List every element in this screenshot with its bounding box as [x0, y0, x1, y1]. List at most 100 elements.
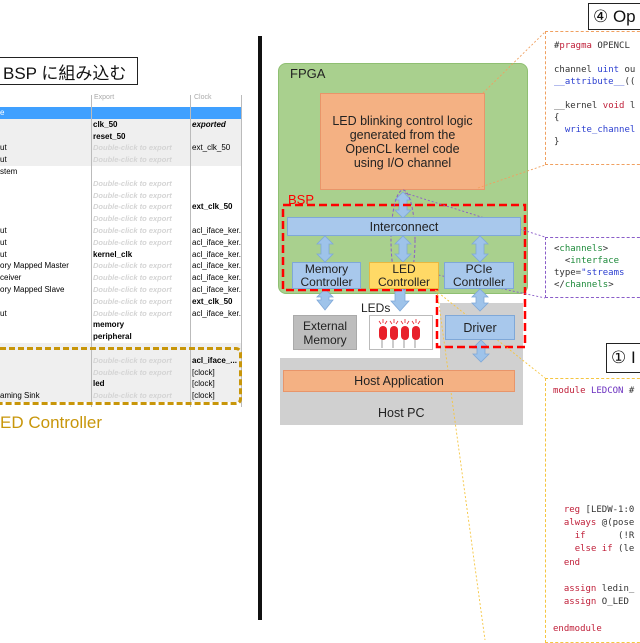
- export-cell[interactable]: Double-click to export: [93, 226, 172, 235]
- export-column-header[interactable]: Export: [94, 94, 115, 101]
- table-row[interactable]: ory Mapped Master Double-click to export a…: [0, 260, 242, 272]
- kernel-logic-box: LED blinking control logic generated fro…: [320, 93, 485, 190]
- arrow-memory-external: [316, 288, 334, 311]
- export-cell[interactable]: Double-click to export: [93, 273, 172, 283]
- clock-cell: [clock]: [192, 379, 215, 389]
- export-cell[interactable]: Double-click to export: [93, 155, 172, 165]
- arrow-driver-host: [472, 339, 490, 363]
- export-cell[interactable]: peripheral: [93, 332, 132, 342]
- clock-cell: ext_clk_50: [192, 296, 233, 306]
- table-row[interactable]: e: [0, 107, 242, 119]
- clock-cell: acl_iface_ker...: [192, 273, 242, 283]
- led-controller-highlight: [0, 347, 242, 405]
- export-cell[interactable]: Double-click to export: [93, 202, 172, 212]
- code-line: end: [563, 557, 581, 568]
- external-memory-box: External Memory: [293, 315, 357, 350]
- code-line: {: [554, 113, 560, 123]
- code-line: always @(pose: [563, 518, 635, 529]
- table-row[interactable]: peripheral: [0, 331, 242, 343]
- memory-controller-box: Memory Controller: [292, 262, 361, 289]
- clock-cell: acl_iface_ker...: [192, 249, 242, 259]
- code-line: }: [554, 137, 560, 147]
- export-cell[interactable]: Double-click to export: [93, 261, 172, 271]
- export-cell[interactable]: kernel_clk: [93, 249, 133, 259]
- bsp-border: [281, 203, 527, 349]
- export-cell[interactable]: clk_50: [93, 119, 118, 129]
- clock-cell: acl_iface_ker...: [192, 261, 242, 271]
- name-cell: ut: [0, 143, 7, 153]
- code-line: [553, 464, 640, 477]
- export-cell[interactable]: Double-click to export: [93, 391, 172, 401]
- name-cell: e: [0, 108, 5, 117]
- verilog-title-box: ① I: [606, 343, 640, 373]
- clock-column-header[interactable]: Clock: [194, 94, 212, 101]
- fpga-label: FPGA: [290, 66, 326, 81]
- code-line: [553, 438, 640, 451]
- arrow-interconnect-memory: [316, 235, 334, 263]
- clock-cell: ext_clk_50: [192, 143, 231, 153]
- name-cell: stem: [0, 167, 18, 176]
- export-cell[interactable]: memory: [93, 320, 125, 330]
- table-row[interactable]: Double-click to export: [0, 178, 242, 190]
- table-row[interactable]: led [clock]: [0, 378, 242, 391]
- code-line: [554, 52, 640, 64]
- export-cell[interactable]: Double-click to export: [93, 143, 172, 153]
- code-line: else if (le: [574, 544, 635, 555]
- code-line: assign O_LED: [563, 597, 635, 608]
- arrow-led-leds: [390, 288, 410, 312]
- clock-cell: acl_iface_ker...: [192, 237, 242, 247]
- table-row[interactable]: Double-click to export: [0, 190, 242, 202]
- export-cell[interactable]: Double-click to export: [93, 308, 172, 318]
- export-cell[interactable]: Double-click to export: [93, 285, 172, 294]
- table-row[interactable]: ory Mapped Slave Double-click to export ac…: [0, 284, 242, 296]
- table-row[interactable]: memory: [0, 319, 242, 331]
- table-row[interactable]: Double-click to export: [0, 213, 242, 225]
- arrow-interconnect-led: [394, 235, 412, 263]
- code-line: channel uint ou: [554, 65, 636, 75]
- code-line: endmodule: [553, 623, 602, 634]
- name-cell: ut: [0, 226, 7, 235]
- code-line: <channels>: [554, 244, 609, 254]
- clock-cell: acl_iface_ker...: [192, 226, 242, 235]
- export-cell[interactable]: Double-click to export: [93, 355, 172, 365]
- arrow-pcie-driver: [471, 288, 489, 312]
- export-cell[interactable]: Double-click to export: [93, 237, 172, 247]
- code-line: [553, 398, 640, 411]
- export-cell[interactable]: Double-click to export: [93, 190, 172, 200]
- led-icons: [378, 319, 421, 348]
- export-cell[interactable]: Double-click to export: [93, 296, 172, 306]
- table-row[interactable]: Double-click to export ext_clk_50: [0, 296, 242, 308]
- arrow-interconnect-pcie: [471, 235, 489, 263]
- interconnect-box: Interconnect: [287, 217, 521, 236]
- table-row[interactable]: ut Double-click to export ext_clk_50: [0, 142, 242, 155]
- export-cell[interactable]: led: [93, 379, 105, 389]
- export-cell[interactable]: reset_50: [93, 131, 126, 141]
- clock-cell: acl_iface_ker...: [192, 285, 242, 294]
- name-cell: ory Mapped Slave: [0, 285, 65, 294]
- table-row[interactable]: stem: [0, 166, 242, 178]
- table-row[interactable]: ut Double-click to export acl_iface_ker...: [0, 237, 242, 249]
- name-cell: ory Mapped Master: [0, 261, 69, 271]
- export-cell[interactable]: Double-click to export: [93, 178, 172, 188]
- table-row[interactable]: Double-click to export acl_iface_...: [0, 354, 242, 367]
- name-cell: ut: [0, 237, 7, 247]
- code-line: #pragma OPENCL: [554, 41, 630, 51]
- export-cell[interactable]: Double-click to export: [93, 367, 172, 377]
- table-row[interactable]: reset_50: [0, 130, 242, 143]
- code-line: type="streams: [554, 268, 625, 278]
- table-row[interactable]: ut Double-click to export acl_iface_ker...: [0, 225, 242, 237]
- table-row[interactable]: Double-click to export[clock]: [0, 366, 242, 379]
- code-line: if (!R: [574, 531, 635, 542]
- export-cell[interactable]: Double-click to export: [93, 214, 172, 224]
- code-line: reg [LEDW-1:0: [563, 504, 635, 515]
- clock-cell: acl_iface_...: [192, 355, 237, 365]
